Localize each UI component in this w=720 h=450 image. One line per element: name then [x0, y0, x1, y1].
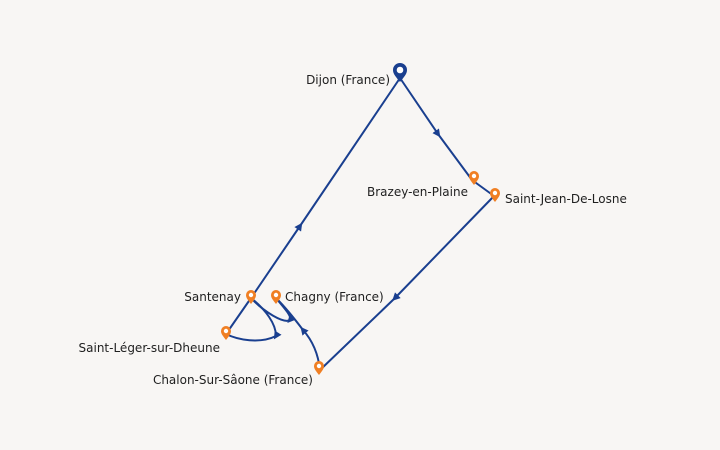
location-pin-icon[interactable] [314, 361, 324, 375]
location-pin-icon[interactable] [490, 188, 500, 202]
place-labels: Dijon (France) Brazey-en-Plaine Saint-Je… [79, 73, 627, 387]
route-segment-saintjean-chalon [319, 195, 495, 371]
route-segment-dijon-brazey [399, 77, 473, 181]
markers [221, 63, 500, 375]
location-pin-icon[interactable] [271, 290, 281, 304]
route-segment-santenay-saintleger [225, 297, 282, 342]
place-label-chagny: Chagny (France) [285, 290, 384, 304]
place-label-saint-leger: Saint-Léger-sur-Dheune [79, 341, 220, 355]
route-segment-chalon-chagny [275, 297, 321, 371]
place-label-chalon: Chalon-Sur-Sâone (France) [153, 373, 313, 387]
route-segment-saintleger-santenay [225, 297, 252, 335]
location-pin-icon[interactable] [221, 326, 231, 340]
start-pin-icon[interactable] [393, 63, 407, 82]
place-label-santenay: Santenay [184, 290, 241, 304]
location-pin-icon[interactable] [246, 290, 256, 304]
place-label-brazey: Brazey-en-Plaine [367, 185, 468, 199]
route-segment-santenay-dijon [250, 77, 401, 299]
place-label-saint-jean: Saint-Jean-De-Losne [505, 192, 627, 206]
place-label-dijon: Dijon (France) [306, 73, 390, 87]
route-lines [225, 77, 495, 371]
location-pin-icon[interactable] [469, 171, 479, 185]
